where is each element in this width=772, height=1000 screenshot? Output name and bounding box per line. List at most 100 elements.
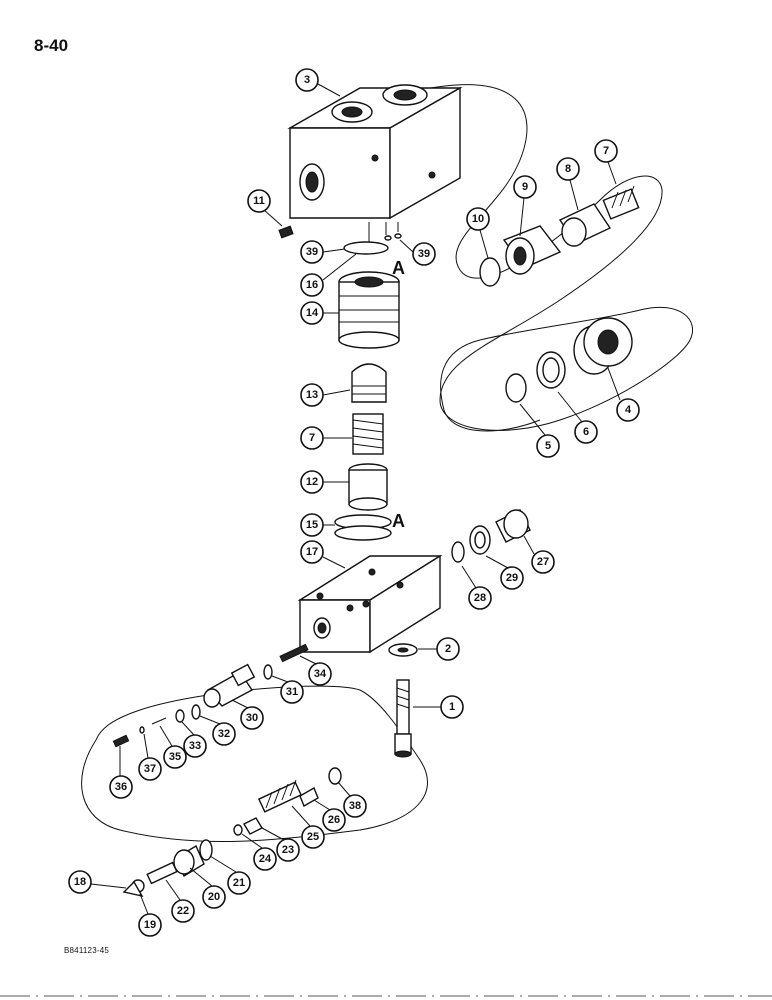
- svg-text:39: 39: [418, 248, 430, 260]
- plug-group-lower: [451, 509, 531, 563]
- svg-text:13: 13: [306, 389, 318, 401]
- callout-34: 34: [299, 655, 332, 686]
- svg-text:23: 23: [282, 844, 294, 856]
- callout-3: 3: [295, 68, 341, 97]
- callout-33: 33: [181, 721, 207, 758]
- callout-14: 14: [300, 301, 339, 325]
- callout-36: 36: [109, 746, 133, 799]
- callout-11: 11: [247, 189, 283, 227]
- svg-text:17: 17: [306, 546, 318, 558]
- callout-9: 9: [513, 175, 537, 237]
- callout-7-upper: 7: [594, 139, 618, 185]
- callout-39-right: 39: [399, 239, 436, 266]
- svg-text:7: 7: [309, 432, 315, 444]
- relief-valve-group: [479, 185, 640, 287]
- callout-23: 23: [261, 827, 300, 862]
- callout-24: 24: [241, 833, 277, 871]
- svg-text:22: 22: [177, 905, 189, 917]
- backup-rings: [334, 514, 392, 541]
- reference-label-a-lower: A: [392, 511, 405, 531]
- set-screw: [278, 225, 294, 239]
- callout-27: 27: [523, 535, 555, 574]
- callout-19: 19: [138, 893, 162, 937]
- figure-code: B841123-45: [64, 946, 109, 955]
- svg-text:14: 14: [306, 307, 319, 319]
- svg-text:9: 9: [522, 181, 528, 193]
- svg-text:5: 5: [545, 440, 551, 452]
- pins-and-oring: [343, 222, 402, 255]
- svg-text:1: 1: [449, 701, 455, 713]
- svg-text:31: 31: [286, 686, 298, 698]
- svg-text:30: 30: [246, 712, 258, 724]
- callout-10: 10: [466, 207, 490, 259]
- svg-text:20: 20: [208, 891, 220, 903]
- reference-label-a-upper: A: [392, 258, 405, 278]
- callout-35: 35: [159, 725, 187, 769]
- callout-1: 1: [413, 695, 464, 719]
- poppet: [351, 363, 387, 403]
- group-loop-mid: [440, 306, 693, 432]
- svg-text:34: 34: [314, 668, 327, 680]
- svg-text:12: 12: [306, 476, 318, 488]
- svg-text:2: 2: [445, 643, 451, 655]
- valve-body-lower: [297, 554, 443, 654]
- svg-text:29: 29: [506, 572, 518, 584]
- bolt: [394, 679, 412, 758]
- svg-text:36: 36: [115, 781, 127, 793]
- svg-text:18: 18: [74, 876, 86, 888]
- callout-21: 21: [209, 855, 251, 895]
- callout-2: 2: [418, 637, 460, 661]
- svg-text:32: 32: [218, 728, 230, 740]
- callout-20: 20: [189, 867, 226, 909]
- svg-text:10: 10: [472, 213, 484, 225]
- svg-text:28: 28: [474, 592, 486, 604]
- adjuster-group: [122, 767, 342, 898]
- callout-13: 13: [300, 383, 351, 407]
- svg-text:6: 6: [583, 426, 589, 438]
- svg-text:33: 33: [189, 740, 201, 752]
- svg-text:25: 25: [307, 831, 319, 843]
- svg-text:19: 19: [144, 919, 156, 931]
- callout-12: 12: [300, 470, 349, 494]
- callout-15: 15: [300, 513, 335, 537]
- svg-text:8: 8: [565, 163, 571, 175]
- cartridge-group: [112, 643, 309, 748]
- svg-text:16: 16: [306, 279, 318, 291]
- callout-28: 28: [461, 565, 492, 610]
- svg-text:37: 37: [144, 763, 156, 775]
- callout-38: 38: [337, 781, 367, 818]
- svg-text:35: 35: [169, 751, 181, 763]
- callout-4: 4: [607, 367, 640, 422]
- callout-32: 32: [199, 715, 236, 746]
- callout-37: 37: [138, 733, 162, 781]
- svg-text:15: 15: [306, 519, 318, 531]
- callout-26: 26: [313, 799, 346, 832]
- svg-text:26: 26: [328, 814, 340, 826]
- svg-text:11: 11: [253, 195, 265, 207]
- callout-30: 30: [231, 699, 264, 730]
- plug-group: [505, 317, 633, 403]
- valve-body-upper: [287, 84, 463, 220]
- group-loop-lower: [81, 685, 428, 843]
- callout-8: 8: [556, 157, 580, 211]
- svg-text:27: 27: [537, 556, 549, 568]
- callout-31: 31: [271, 675, 304, 704]
- callout-17: 17: [300, 540, 346, 569]
- callout-39-left: 39: [300, 240, 346, 264]
- svg-text:38: 38: [349, 800, 361, 812]
- page-number: 8-40: [34, 36, 69, 55]
- callout-22: 22: [165, 879, 195, 923]
- svg-text:39: 39: [306, 246, 318, 258]
- callout-16: 16: [300, 253, 357, 297]
- svg-text:3: 3: [304, 74, 310, 86]
- callout-5: 5: [519, 403, 560, 458]
- callout-29: 29: [485, 555, 524, 590]
- spring-middle: [352, 413, 384, 455]
- svg-text:4: 4: [625, 404, 632, 416]
- callout-7-middle: 7: [300, 426, 352, 450]
- sleeve: [338, 271, 400, 349]
- callout-6: 6: [557, 391, 598, 444]
- callout-18: 18: [68, 870, 127, 894]
- svg-text:7: 7: [603, 145, 609, 157]
